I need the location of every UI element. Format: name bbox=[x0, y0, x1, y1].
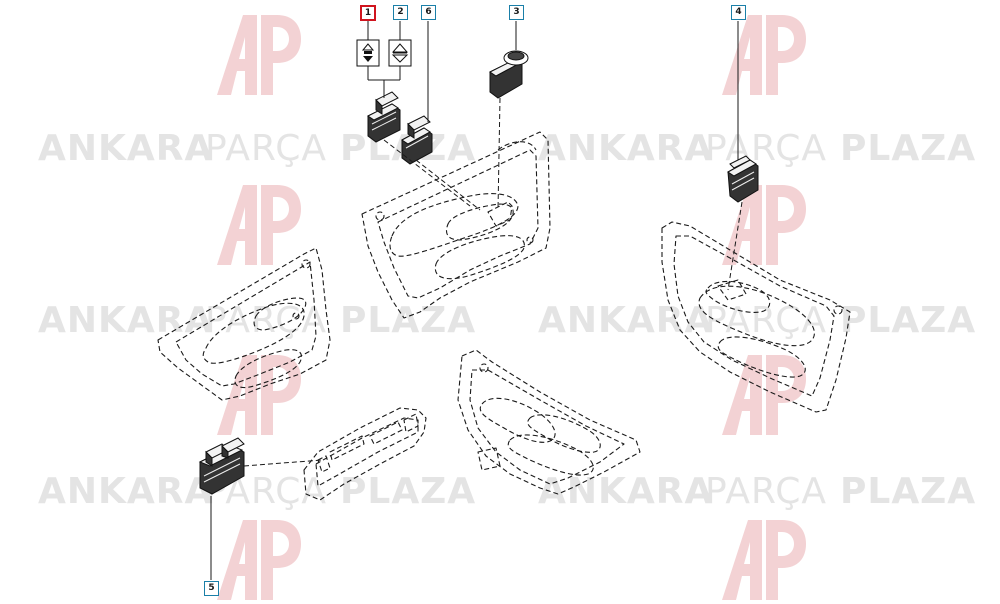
watermark-layer: ANKARA PARÇA PLAZA ANKARA PARÇA PLAZA AN… bbox=[38, 15, 976, 600]
callout-1[interactable]: 1 bbox=[360, 5, 376, 21]
watermark-text: ANKARA bbox=[538, 300, 713, 341]
door-panel-right bbox=[661, 221, 851, 413]
window-switch-part-6[interactable] bbox=[401, 115, 433, 165]
watermark-text: ANKARA bbox=[538, 128, 713, 169]
watermark-row-3: ANKARA PARÇA PLAZA ANKARA PARÇA PLAZA bbox=[38, 471, 976, 512]
ap-logo-watermark bbox=[722, 185, 806, 265]
watermark-text: PLAZA bbox=[840, 471, 976, 512]
ap-logo-watermark bbox=[217, 185, 301, 265]
watermark-text: PARÇA bbox=[705, 471, 827, 512]
watermark-row-1: ANKARA PARÇA PLAZA ANKARA PARÇA PLAZA bbox=[38, 128, 976, 169]
watermark-text: PLAZA bbox=[340, 471, 476, 512]
watermark-text: ANKARA bbox=[38, 300, 213, 341]
ap-logo-watermark bbox=[722, 15, 806, 95]
callout-5[interactable]: 5 bbox=[204, 581, 219, 596]
door-panel-bottom-center bbox=[457, 349, 641, 495]
ap-logo-watermark bbox=[217, 15, 301, 95]
mirror-switch-part-3[interactable] bbox=[489, 50, 529, 99]
door-panel-top-center bbox=[361, 131, 551, 319]
watermark-text: ANKARA bbox=[38, 128, 213, 169]
watermark-text: PLAZA bbox=[340, 300, 476, 341]
ap-logo-watermark bbox=[722, 520, 806, 600]
callout-2[interactable]: 2 bbox=[393, 5, 408, 20]
door-panel-left bbox=[157, 247, 331, 401]
ap-logo-watermark bbox=[217, 520, 301, 600]
watermark-text: PARÇA bbox=[205, 128, 327, 169]
watermark-text: PLAZA bbox=[840, 128, 976, 169]
center-console bbox=[303, 407, 427, 501]
watermark-row-2: ANKARA PARÇA PLAZA ANKARA PARÇA PLAZA bbox=[38, 300, 976, 341]
callout-6[interactable]: 6 bbox=[421, 5, 436, 20]
watermark-text: PARÇA bbox=[205, 300, 327, 341]
watermark-text: ANKARA bbox=[538, 471, 713, 512]
window-switch-symbol-icon bbox=[356, 39, 380, 67]
window-switch-part-5[interactable] bbox=[198, 437, 245, 495]
callout-4[interactable]: 4 bbox=[731, 5, 746, 20]
watermark-text: PLAZA bbox=[840, 300, 976, 341]
ap-logo-watermark bbox=[217, 355, 301, 435]
watermark-text: PARÇA bbox=[705, 128, 827, 169]
ap-logo-watermark bbox=[722, 355, 806, 435]
callout-3[interactable]: 3 bbox=[509, 5, 524, 20]
watermark-text: PARÇA bbox=[705, 300, 827, 341]
watermark-text: ANKARA bbox=[38, 471, 213, 512]
leader-lines bbox=[210, 21, 743, 580]
window-switch-part-1[interactable] bbox=[367, 91, 401, 143]
window-switch-part-4[interactable] bbox=[727, 155, 759, 203]
window-up-down-symbol-icon bbox=[388, 39, 412, 67]
